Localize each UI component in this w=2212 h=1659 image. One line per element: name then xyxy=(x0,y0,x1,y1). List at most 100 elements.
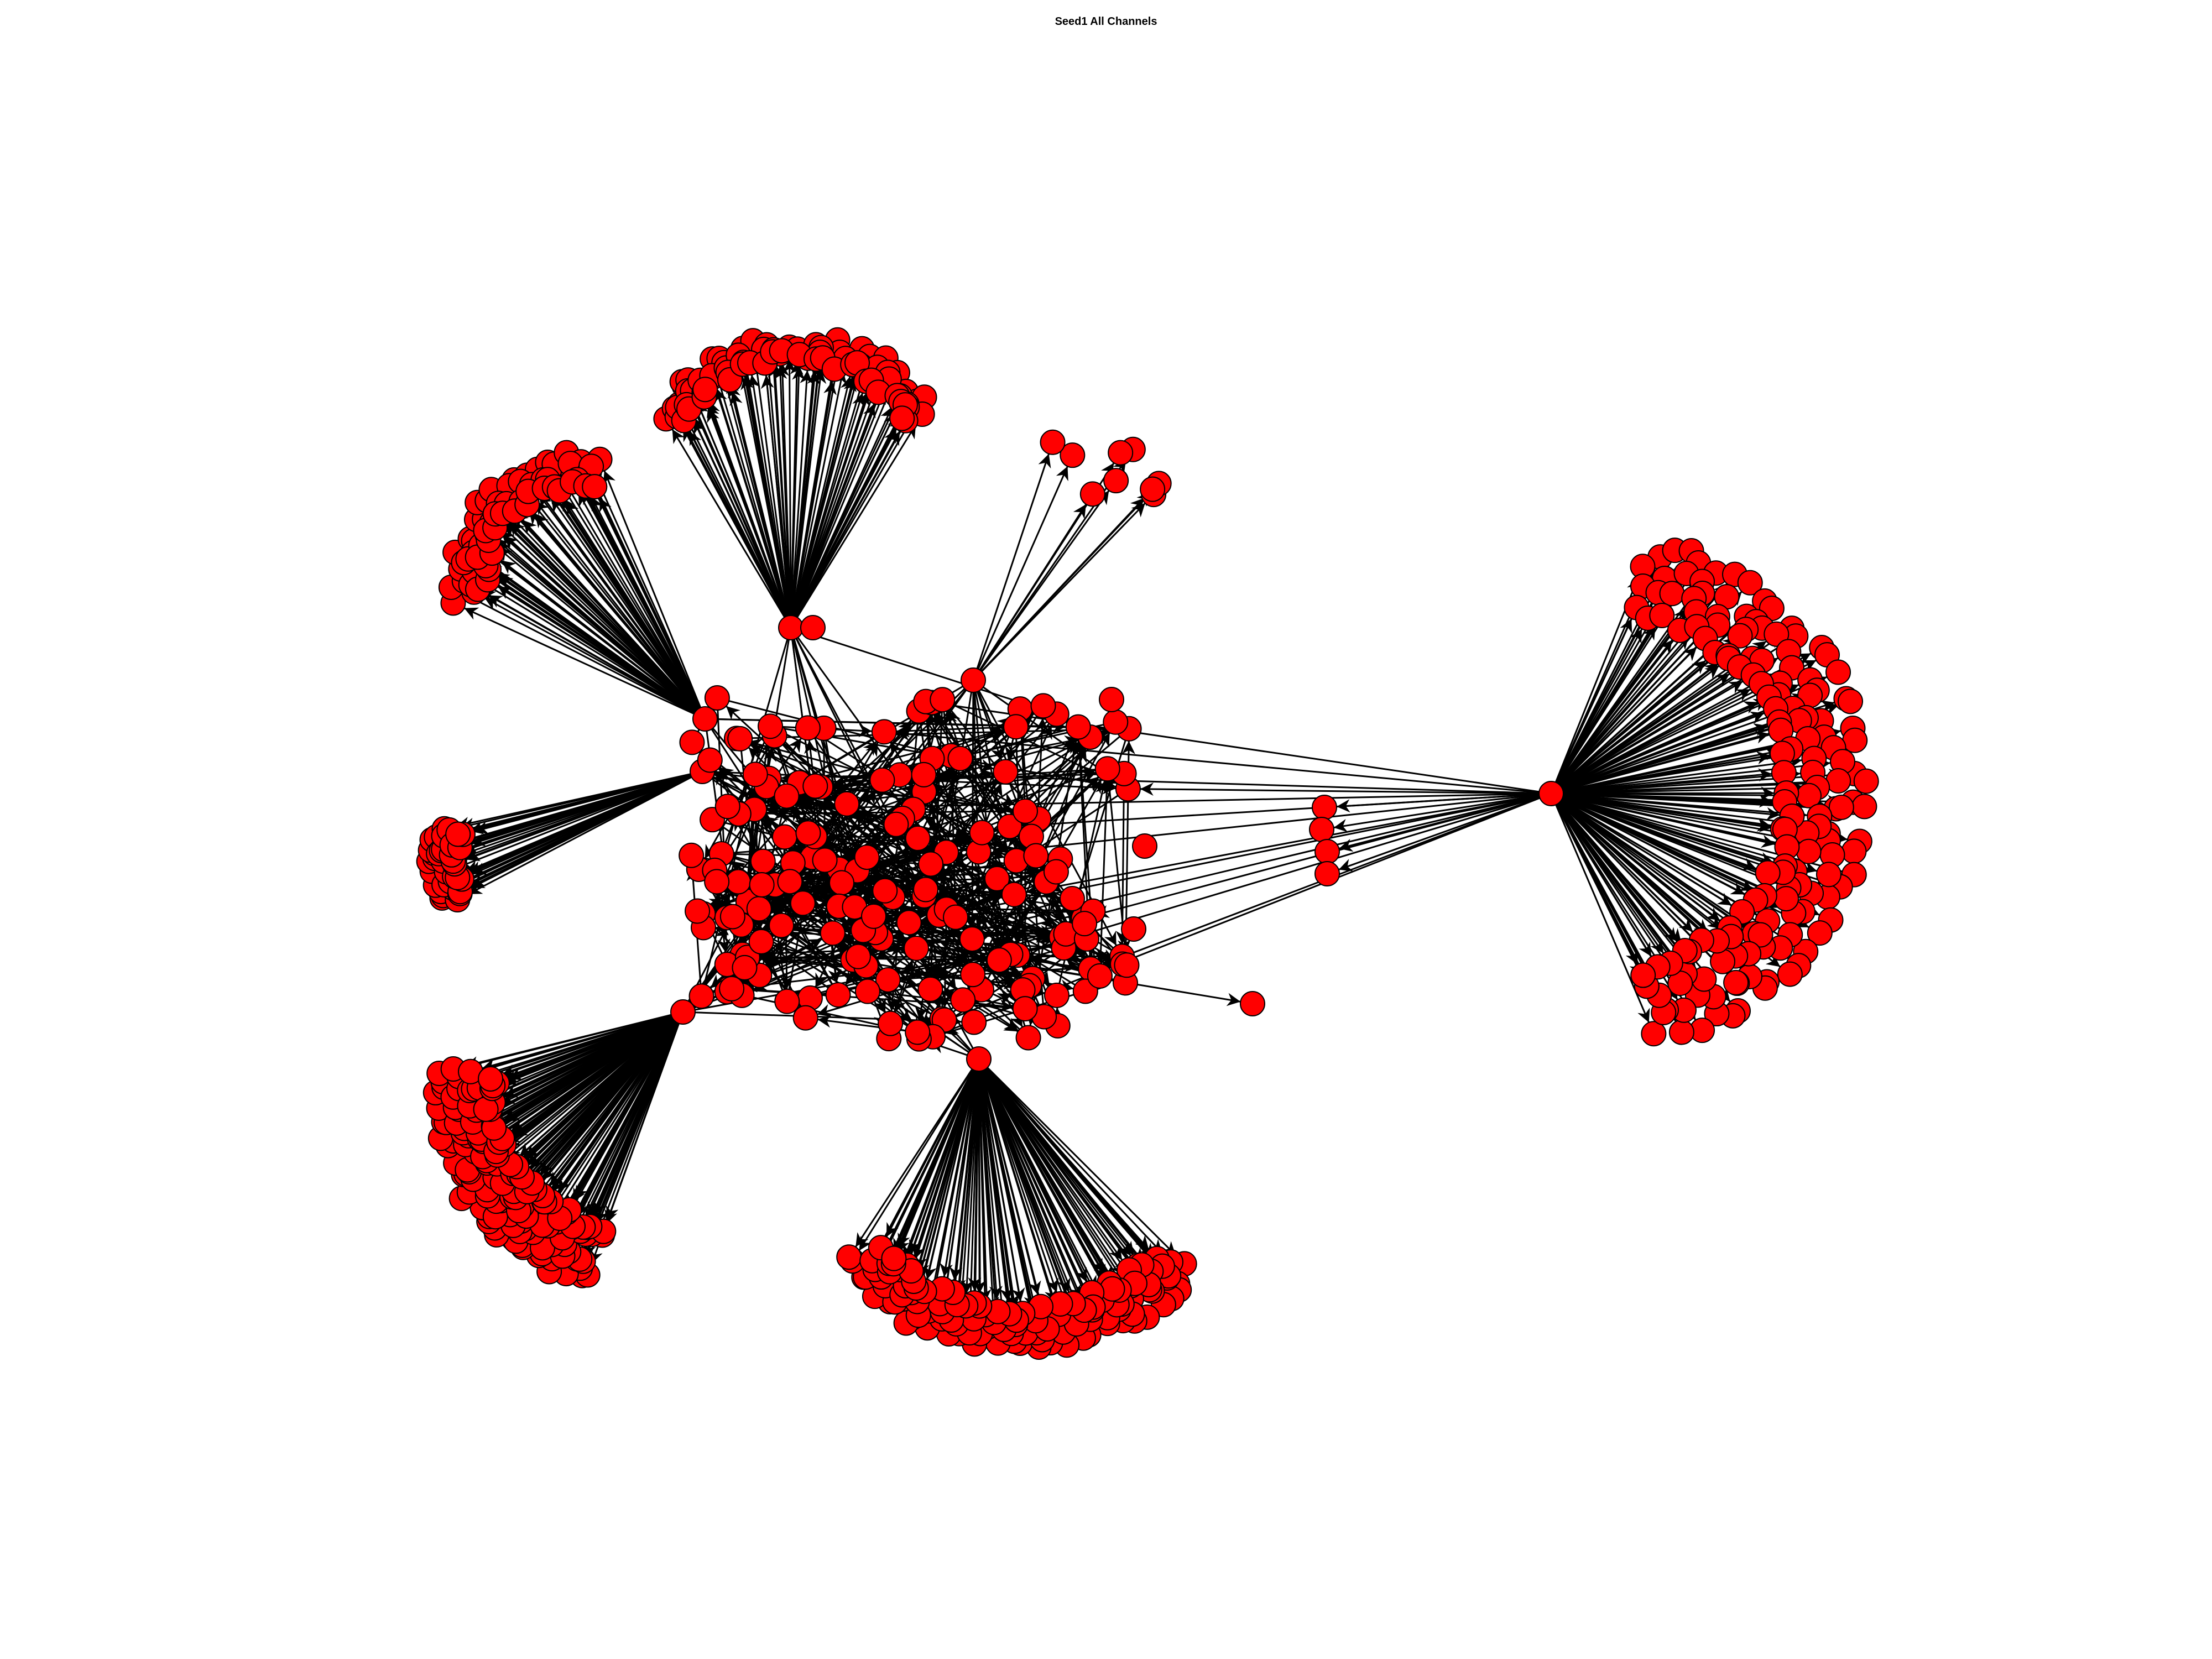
graph-node xyxy=(1314,839,1340,864)
graph-edge xyxy=(497,585,706,720)
graph-edge xyxy=(790,392,870,628)
graph-edge xyxy=(1551,710,1782,795)
graph-edge xyxy=(978,1058,1107,1279)
graph-node xyxy=(1815,862,1841,888)
graph-edge xyxy=(487,564,706,720)
graph-node xyxy=(905,825,931,851)
graph-edge xyxy=(471,770,703,847)
graph-node xyxy=(1001,881,1027,907)
graph-node xyxy=(905,1019,931,1045)
graph-edge xyxy=(1551,731,1770,795)
graph-edge xyxy=(1021,792,1552,832)
graph-node xyxy=(984,865,1010,891)
graph-edge xyxy=(606,1011,684,1220)
graph-edge xyxy=(936,769,1552,795)
graph-edge xyxy=(898,1058,980,1248)
graph-node xyxy=(959,926,985,952)
graph-edge xyxy=(790,374,858,628)
graph-node xyxy=(704,685,730,711)
graph-edge xyxy=(978,1058,1013,1302)
graph-edge xyxy=(1551,665,1720,795)
graph-node xyxy=(477,1066,503,1092)
graph-edge xyxy=(560,474,706,719)
graph-node xyxy=(1659,581,1685,607)
graph-edge xyxy=(1550,793,1639,965)
graph-edge xyxy=(469,770,703,834)
graph-edge xyxy=(952,1058,980,1293)
graph-edge xyxy=(501,560,706,720)
graph-node xyxy=(1842,727,1868,753)
graph-node xyxy=(685,898,711,924)
graph-node xyxy=(825,982,851,1008)
graph-node xyxy=(1023,843,1049,869)
graph-node xyxy=(904,935,930,961)
graph-edge xyxy=(1551,660,1707,795)
graph-edge xyxy=(790,370,813,628)
graph-edge xyxy=(790,406,893,628)
graph-edge xyxy=(1551,768,1772,795)
graph-edge xyxy=(688,431,792,628)
graph-node xyxy=(854,844,880,870)
graph-edge xyxy=(978,1058,1059,1293)
graph-edge xyxy=(549,1011,684,1187)
graph-edge xyxy=(1551,755,1802,795)
graph-node xyxy=(930,687,956,713)
graph-node xyxy=(860,903,886,929)
graph-node xyxy=(742,761,768,787)
graph-node xyxy=(1755,860,1781,886)
graph-edge xyxy=(671,429,792,628)
graph-node xyxy=(670,999,696,1025)
graph-edge xyxy=(1551,737,1797,795)
graph-node xyxy=(1747,922,1773,948)
graph-node xyxy=(1841,838,1867,864)
graph-node xyxy=(802,773,828,799)
graph-edge xyxy=(790,627,1046,713)
graph-edge xyxy=(534,513,706,719)
graph-node xyxy=(697,747,723,773)
graph-edge xyxy=(471,770,703,887)
graph-node xyxy=(812,847,838,873)
graph-edge xyxy=(1140,782,1552,796)
graph-edge xyxy=(1550,639,1673,794)
graph-edge xyxy=(768,364,792,628)
graph-node xyxy=(771,824,797,850)
graph-edge xyxy=(1551,792,1778,885)
graph-edge xyxy=(461,592,706,720)
graph-edge xyxy=(790,627,920,885)
graph-edge xyxy=(972,453,1051,681)
graph-node xyxy=(836,1244,862,1270)
graph-edge xyxy=(978,1058,1126,1289)
graph-edge xyxy=(790,390,886,628)
graph-node xyxy=(997,813,1022,839)
graph-edge xyxy=(461,770,703,831)
graph-node xyxy=(1851,794,1877,820)
graph-node xyxy=(1538,781,1564,806)
graph-edge xyxy=(1550,793,1652,957)
graph-edge xyxy=(587,1011,684,1217)
graph-edge xyxy=(503,521,706,720)
graph-edge xyxy=(696,401,792,628)
graph-edge xyxy=(1550,793,1650,1023)
graph-node xyxy=(719,904,745,930)
graph-node xyxy=(1838,688,1864,714)
graph-node xyxy=(1012,996,1038,1022)
graph-node xyxy=(1649,603,1675,629)
graph-edge xyxy=(760,375,792,628)
graph-edge xyxy=(1551,688,1751,795)
graph-edge xyxy=(1551,792,1751,929)
graph-edge xyxy=(1551,792,1773,832)
graph-node xyxy=(878,1010,904,1036)
graph-node xyxy=(1044,982,1070,1008)
graph-edge xyxy=(465,1011,684,1070)
graph-edge xyxy=(914,1058,980,1270)
graph-edge xyxy=(1551,751,1771,795)
graph-node xyxy=(1312,795,1337,820)
graph-edge xyxy=(464,770,703,859)
graph-edge xyxy=(1551,792,1776,848)
graph-node xyxy=(1737,570,1763,596)
graph-node xyxy=(769,912,795,938)
graph-edge xyxy=(978,1058,1081,1300)
graph-node xyxy=(872,878,898,904)
graph-node xyxy=(704,869,730,895)
graph-edge xyxy=(693,419,792,628)
